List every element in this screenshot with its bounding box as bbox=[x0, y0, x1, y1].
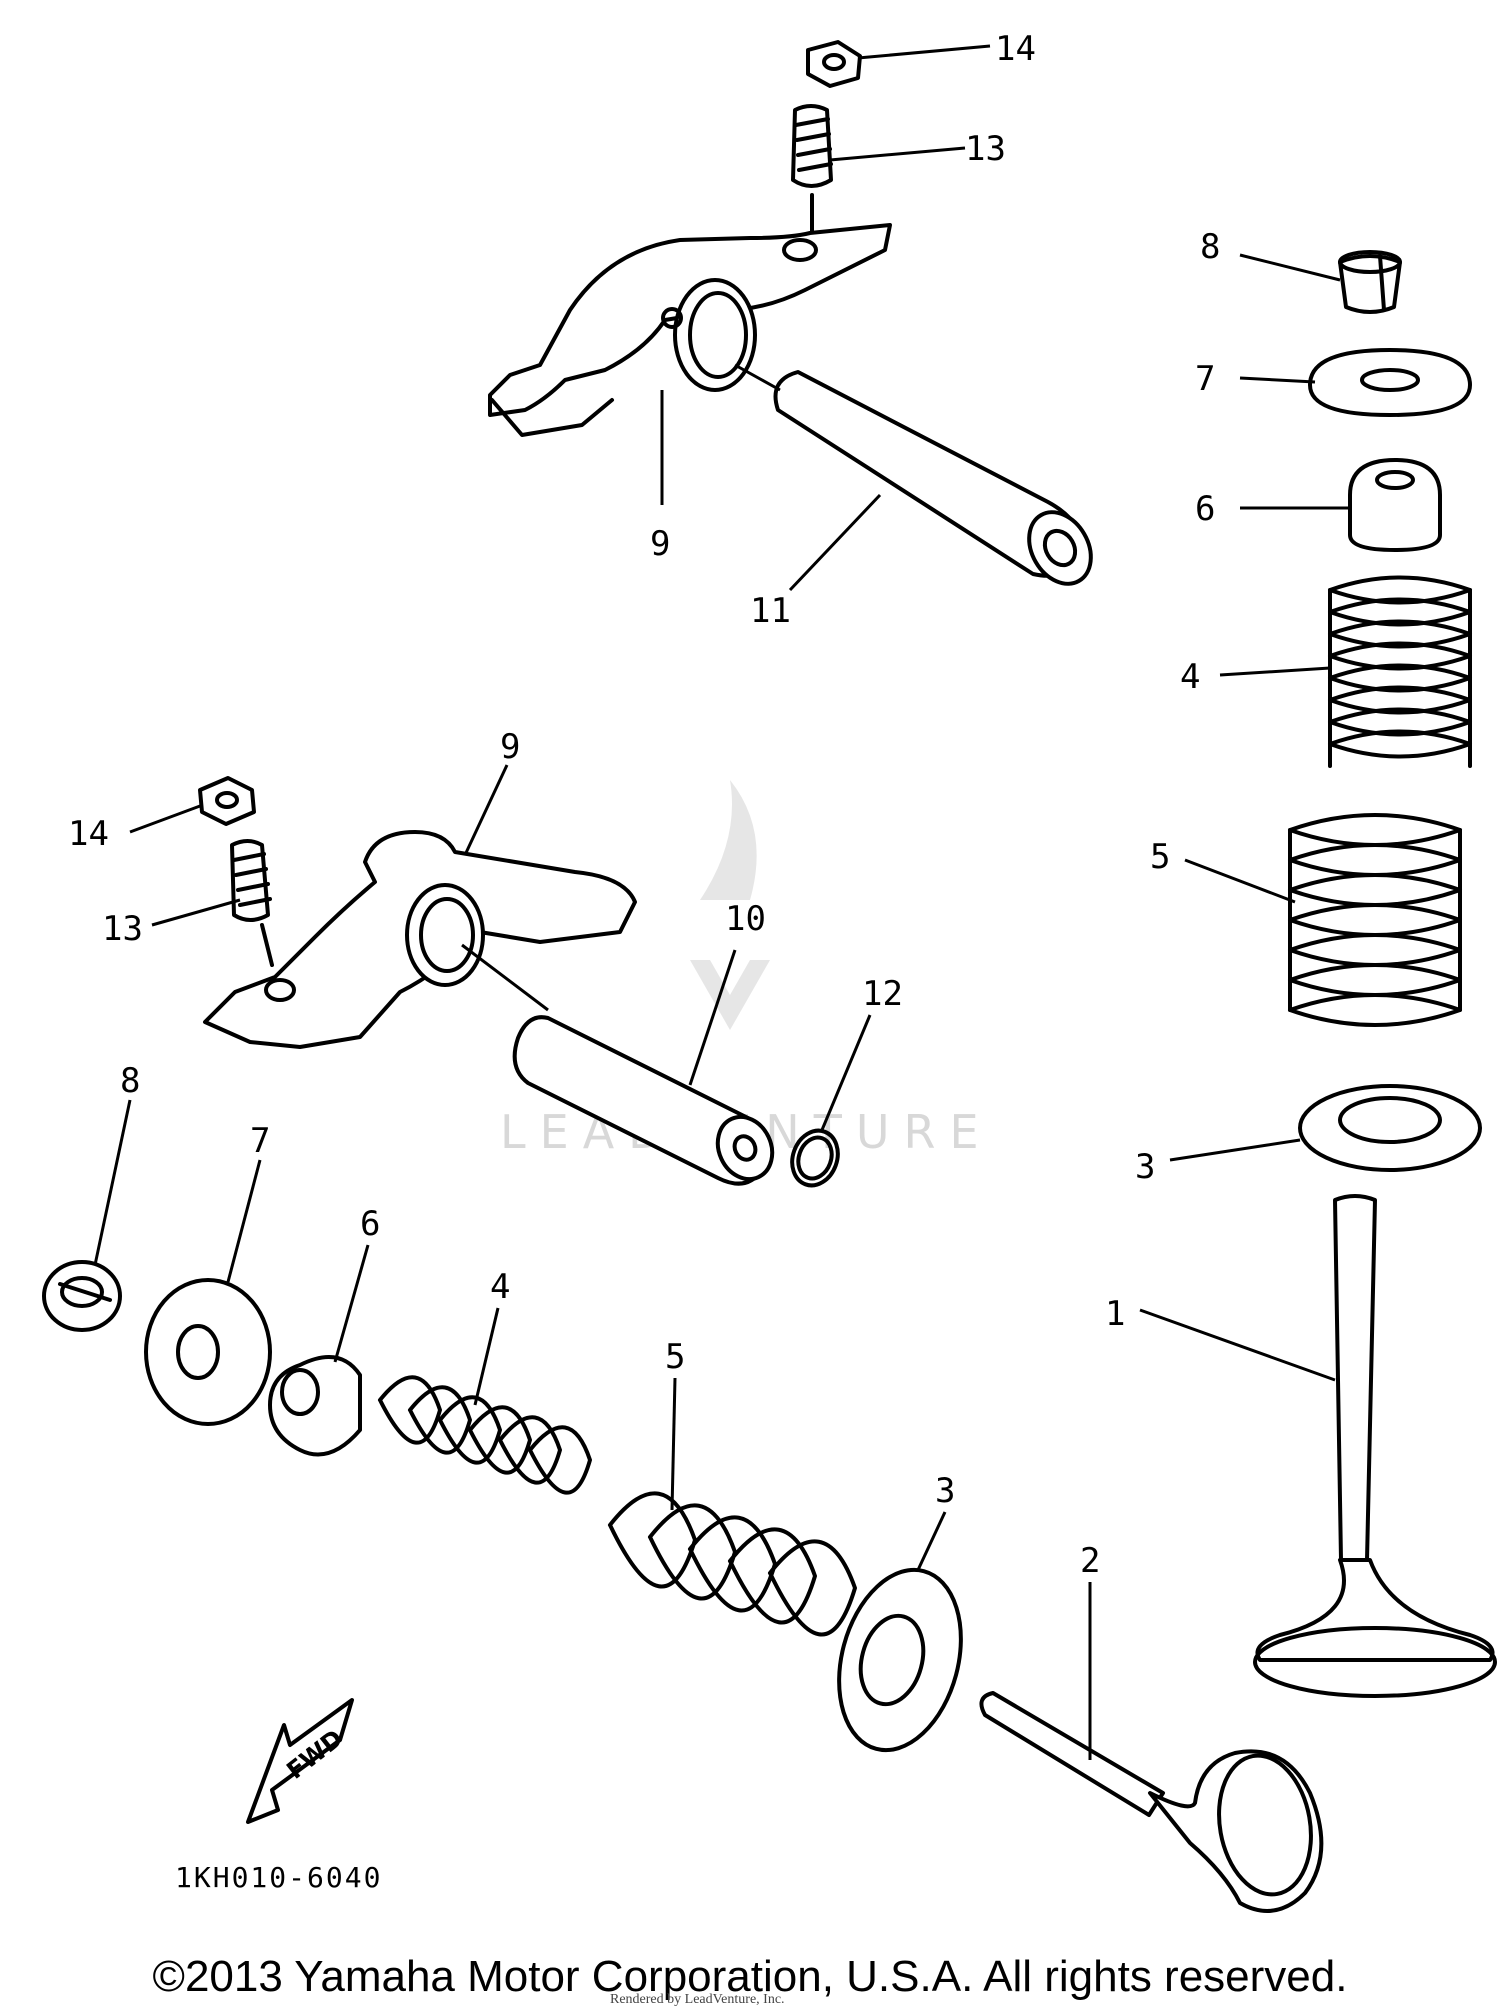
middle-nut bbox=[198, 776, 256, 826]
diagram-code: 1KH010-6040 bbox=[175, 1861, 382, 1894]
lower-retainer bbox=[144, 1278, 272, 1426]
upper-rocker-shaft bbox=[734, 363, 1093, 586]
callout-right-1: 1 bbox=[1105, 1294, 1125, 1334]
callout-right-7: 7 bbox=[1195, 359, 1215, 399]
callout-right-3: 3 bbox=[1135, 1147, 1155, 1187]
upper-adjuster-screw bbox=[791, 104, 833, 242]
callout-upper-11: 11 bbox=[750, 591, 791, 631]
right-intake-valve bbox=[1253, 1194, 1497, 1698]
middle-rocker-assembly: 14 13 9 10 12 bbox=[68, 727, 903, 1188]
callout-right-5: 5 bbox=[1150, 837, 1170, 877]
callout-lower-8: 8 bbox=[120, 1061, 140, 1101]
copyright-notice: ©2013 Yamaha Motor Corporation, U.S.A. A… bbox=[152, 1952, 1348, 2001]
callout-upper-13: 13 bbox=[965, 129, 1006, 169]
upper-rocker-arm bbox=[488, 223, 892, 437]
callout-right-6: 6 bbox=[1195, 489, 1215, 529]
callout-lower-4: 4 bbox=[490, 1267, 510, 1307]
right-valve-stack: 8 7 6 4 5 3 1 bbox=[1105, 227, 1497, 1698]
callout-upper-14: 14 bbox=[995, 29, 1036, 69]
callout-middle-10: 10 bbox=[725, 899, 766, 939]
callout-lower-7: 7 bbox=[250, 1121, 270, 1161]
middle-adjuster-screw bbox=[230, 839, 274, 967]
callout-lower-6: 6 bbox=[360, 1204, 380, 1244]
rendered-by-note: Rendered by LeadVenture, Inc. bbox=[610, 1992, 785, 2007]
lower-spring-seat bbox=[837, 1567, 963, 1753]
right-spring-seat bbox=[1298, 1084, 1482, 1172]
lower-outer-spring bbox=[608, 1491, 857, 1637]
lower-valve-stack: 8 7 6 4 5 3 2 bbox=[42, 1061, 1324, 1913]
fwd-arrow-icon: FWD bbox=[246, 1698, 354, 1824]
right-outer-spring bbox=[1288, 813, 1462, 1027]
callout-middle-12: 12 bbox=[862, 974, 903, 1014]
middle-circlip bbox=[790, 1128, 840, 1188]
right-stem-seal bbox=[1348, 458, 1442, 552]
callout-right-4: 4 bbox=[1180, 657, 1200, 697]
callout-lower-2: 2 bbox=[1080, 1541, 1100, 1581]
callout-middle-13: 13 bbox=[102, 909, 143, 949]
callout-middle-14: 14 bbox=[68, 814, 109, 854]
lower-inner-spring bbox=[378, 1375, 592, 1495]
callout-upper-9: 9 bbox=[650, 524, 670, 564]
callout-lower-3: 3 bbox=[935, 1471, 955, 1511]
upper-rocker-assembly: 14 13 9 11 bbox=[488, 29, 1093, 631]
lower-exhaust-valve bbox=[979, 1691, 1324, 1913]
upper-nut bbox=[806, 40, 862, 88]
lower-collet bbox=[42, 1260, 122, 1332]
right-collet bbox=[1338, 250, 1402, 314]
callout-right-8: 8 bbox=[1200, 227, 1220, 267]
right-retainer bbox=[1308, 348, 1472, 417]
right-inner-spring bbox=[1328, 575, 1472, 768]
middle-rocker-arm bbox=[203, 830, 637, 1049]
middle-rocker-shaft bbox=[461, 943, 775, 1186]
lower-stem-seal bbox=[268, 1355, 362, 1457]
callout-lower-5: 5 bbox=[665, 1337, 685, 1377]
callout-middle-9: 9 bbox=[500, 727, 520, 767]
